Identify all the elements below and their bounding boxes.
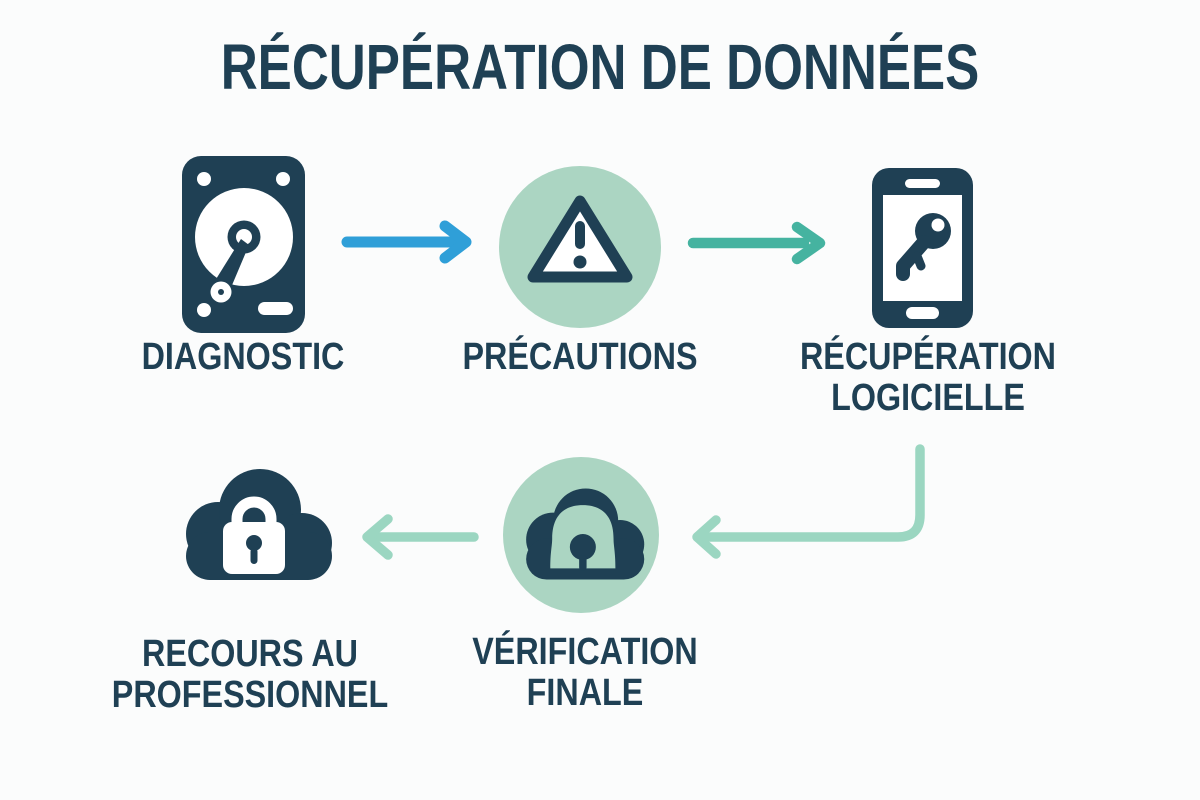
step-label-precautions: PRÉCAUTIONS bbox=[462, 336, 698, 378]
cloud-padlock-icon bbox=[186, 469, 332, 580]
cloud-keyhole-icon bbox=[526, 488, 645, 580]
step-label-recuperation-logicielle: RÉCUPÉRATION LOGICIELLE bbox=[799, 336, 1057, 419]
hard-drive-icon bbox=[182, 156, 305, 333]
step-label-verification-finale: VÉRIFICATION FINALE bbox=[472, 631, 698, 714]
step-label-diagnostic: DIAGNOSTIC bbox=[141, 336, 345, 378]
arrow-diagnostic-to-precautions bbox=[341, 220, 472, 264]
warning-triangle-icon bbox=[527, 195, 633, 283]
step-label-recours-professionnel: RECOURS AU PROFESSIONNEL bbox=[111, 633, 389, 716]
elbow-arrow-recuperation-to-verification bbox=[692, 444, 925, 559]
arrow-precautions-to-recuperation bbox=[687, 221, 826, 265]
smartphone-key-icon bbox=[872, 168, 973, 328]
page-title: RÉCUPÉRATION DE DONNÉES bbox=[220, 31, 980, 103]
arrow-verification-to-recours bbox=[362, 514, 479, 560]
